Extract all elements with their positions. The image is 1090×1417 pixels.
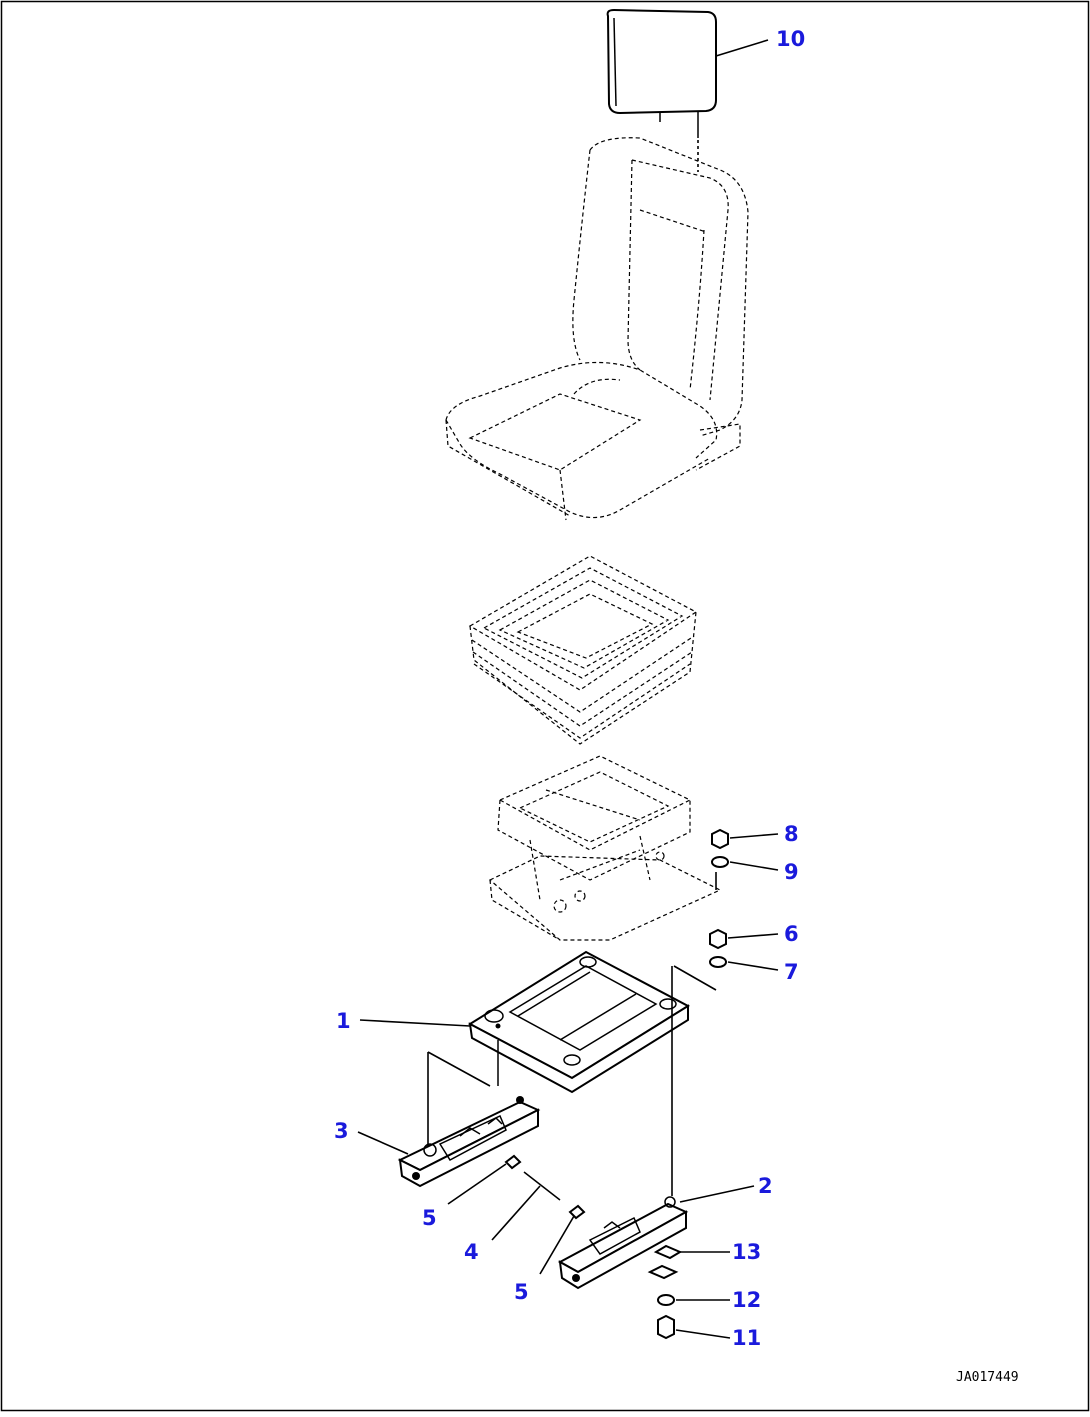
- callout-4: 4: [464, 1240, 479, 1264]
- callout-5-upper: 5: [422, 1206, 437, 1230]
- leader-lines: [357, 39, 779, 1339]
- callout-labels: 10 8 9 6 7 1 2 3 5 4 5 13 12 11: [334, 27, 805, 1350]
- headrest: [606, 8, 717, 172]
- slide-rail-right: [557, 1196, 689, 1290]
- callout-2: 2: [758, 1174, 773, 1198]
- plate-13-bottom: [647, 1264, 679, 1280]
- suspension-mechanism-ghost: [488, 755, 722, 941]
- callout-7: 7: [784, 960, 799, 984]
- callout-5-lower: 5: [514, 1280, 529, 1304]
- seat-ghost: [445, 137, 749, 521]
- drawing-number: JA017449: [956, 1370, 1019, 1385]
- pin-5-upper: [504, 1154, 522, 1170]
- pin-5-lower: [568, 1204, 586, 1220]
- callout-13: 13: [732, 1240, 761, 1264]
- callout-3: 3: [334, 1119, 349, 1143]
- callout-9: 9: [784, 860, 799, 884]
- mounting-plate: [467, 950, 691, 1094]
- nut-8: [711, 828, 729, 850]
- callout-6: 6: [784, 922, 799, 946]
- fasteners: [504, 828, 729, 1340]
- callout-10: 10: [776, 27, 805, 51]
- washer-7: [709, 956, 727, 968]
- callout-1: 1: [336, 1009, 351, 1033]
- shaft-4: [523, 1171, 561, 1201]
- plate-13-top: [653, 1244, 683, 1260]
- callout-11: 11: [732, 1326, 761, 1350]
- callout-8: 8: [784, 822, 799, 846]
- slide-rail-left: [397, 1096, 541, 1188]
- suspension-cushion-ghost: [468, 555, 698, 745]
- alignment-lines: [427, 872, 717, 1196]
- nut-11: [657, 1314, 675, 1340]
- nut-6: [709, 928, 727, 950]
- washer-9: [711, 856, 729, 868]
- washer-12: [657, 1294, 675, 1306]
- callout-12: 12: [732, 1288, 761, 1312]
